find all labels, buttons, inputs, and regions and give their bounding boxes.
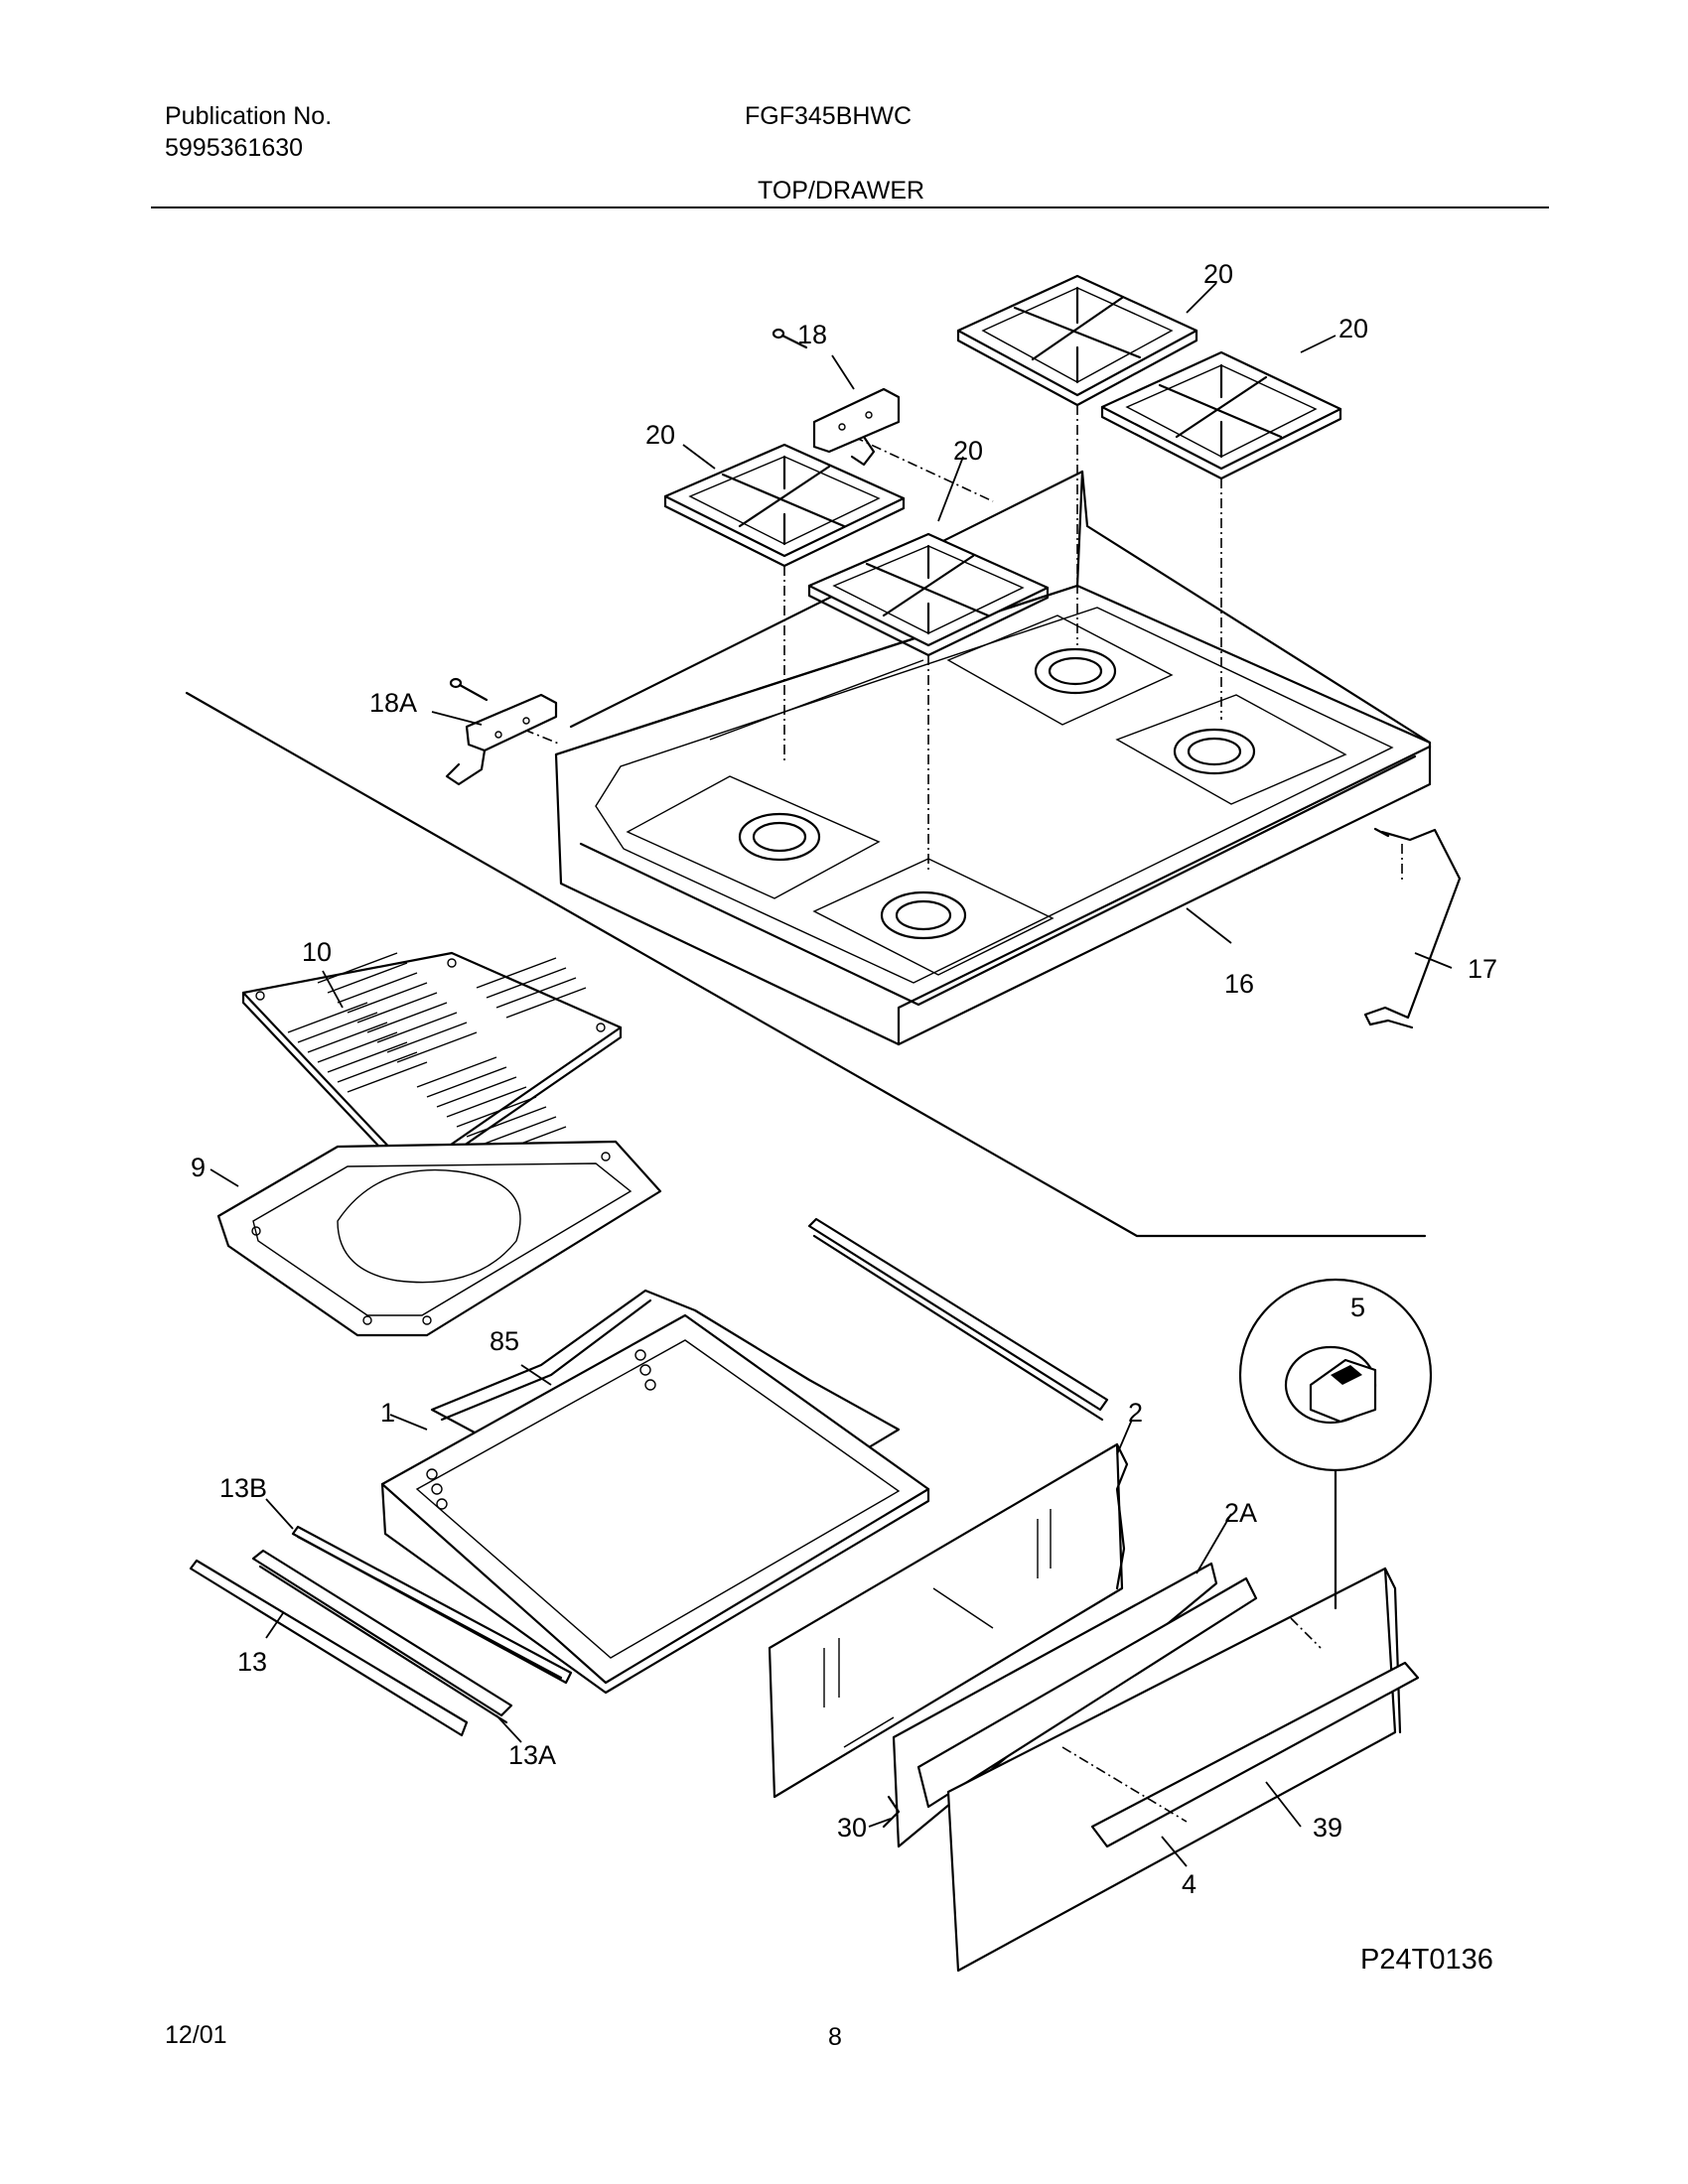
callout-30: 30 bbox=[837, 1813, 867, 1843]
callout-9: 9 bbox=[191, 1153, 206, 1182]
leader-lines bbox=[210, 282, 1453, 1867]
callout-13B: 13B bbox=[219, 1473, 267, 1503]
handle-39 bbox=[1090, 1661, 1420, 1848]
callout-1: 1 bbox=[380, 1398, 395, 1428]
publication-number: 5995361630 bbox=[165, 134, 304, 162]
callout-20-d: 20 bbox=[953, 436, 983, 466]
slide-13A bbox=[251, 1549, 513, 1724]
callout-20-b: 20 bbox=[1338, 314, 1368, 343]
knob-detail-5 bbox=[1238, 1278, 1433, 1610]
slide-13B bbox=[291, 1525, 573, 1685]
callout-18: 18 bbox=[797, 320, 827, 349]
burner-front-left bbox=[626, 775, 881, 899]
drawer-rail bbox=[807, 1217, 1109, 1412]
drawer-tray-1 bbox=[380, 1313, 930, 1695]
drawer-rail-edge bbox=[812, 1234, 1104, 1422]
callout-39: 39 bbox=[1313, 1813, 1342, 1843]
grate-20-front-left bbox=[663, 443, 906, 568]
footer-page-number: 8 bbox=[828, 2023, 842, 2051]
callout-17: 17 bbox=[1468, 954, 1497, 984]
callout-85: 85 bbox=[490, 1326, 519, 1356]
drawer-panel-2 bbox=[768, 1442, 1129, 1799]
slide-13 bbox=[189, 1559, 469, 1737]
wire-17 bbox=[1363, 828, 1462, 1029]
callout-20-a: 20 bbox=[1203, 259, 1233, 289]
callout-2A: 2A bbox=[1224, 1498, 1257, 1528]
callout-10: 10 bbox=[302, 937, 332, 967]
callout-18A: 18A bbox=[369, 688, 417, 718]
section-divider-line bbox=[185, 691, 1427, 1238]
callout-13: 13 bbox=[237, 1647, 267, 1677]
panel-2A-bar bbox=[916, 1576, 1258, 1809]
handle-39-dash bbox=[1061, 1617, 1322, 1823]
burner-rear-left bbox=[946, 614, 1174, 726]
wire-17-clip bbox=[1373, 827, 1390, 838]
callout-16: 16 bbox=[1224, 969, 1254, 999]
burner-rear-right bbox=[1115, 694, 1347, 805]
callout-5: 5 bbox=[1350, 1293, 1365, 1322]
cooktop-16 bbox=[554, 470, 1432, 1046]
header-divider bbox=[151, 206, 1549, 208]
footer-date: 12/01 bbox=[165, 2021, 227, 2049]
callout-13A: 13A bbox=[508, 1740, 556, 1770]
bracket-30 bbox=[882, 1795, 901, 1829]
section-title: TOP/DRAWER bbox=[758, 177, 925, 205]
bracket-18A bbox=[445, 677, 558, 786]
callout-4: 4 bbox=[1182, 1869, 1196, 1899]
callout-20-c: 20 bbox=[645, 420, 675, 450]
broiler-pan-9 bbox=[216, 1140, 662, 1337]
slide-13B-edge bbox=[296, 1535, 563, 1680]
bracket-18 bbox=[772, 328, 901, 467]
burner-front-right bbox=[812, 858, 1055, 976]
grate-20-rear-left bbox=[956, 274, 1198, 407]
diagram-id: P24T0136 bbox=[1360, 1944, 1493, 1976]
callout-2: 2 bbox=[1128, 1398, 1143, 1428]
publication-label: Publication No. bbox=[165, 102, 333, 130]
model-number: FGF345BHWC bbox=[745, 102, 913, 130]
